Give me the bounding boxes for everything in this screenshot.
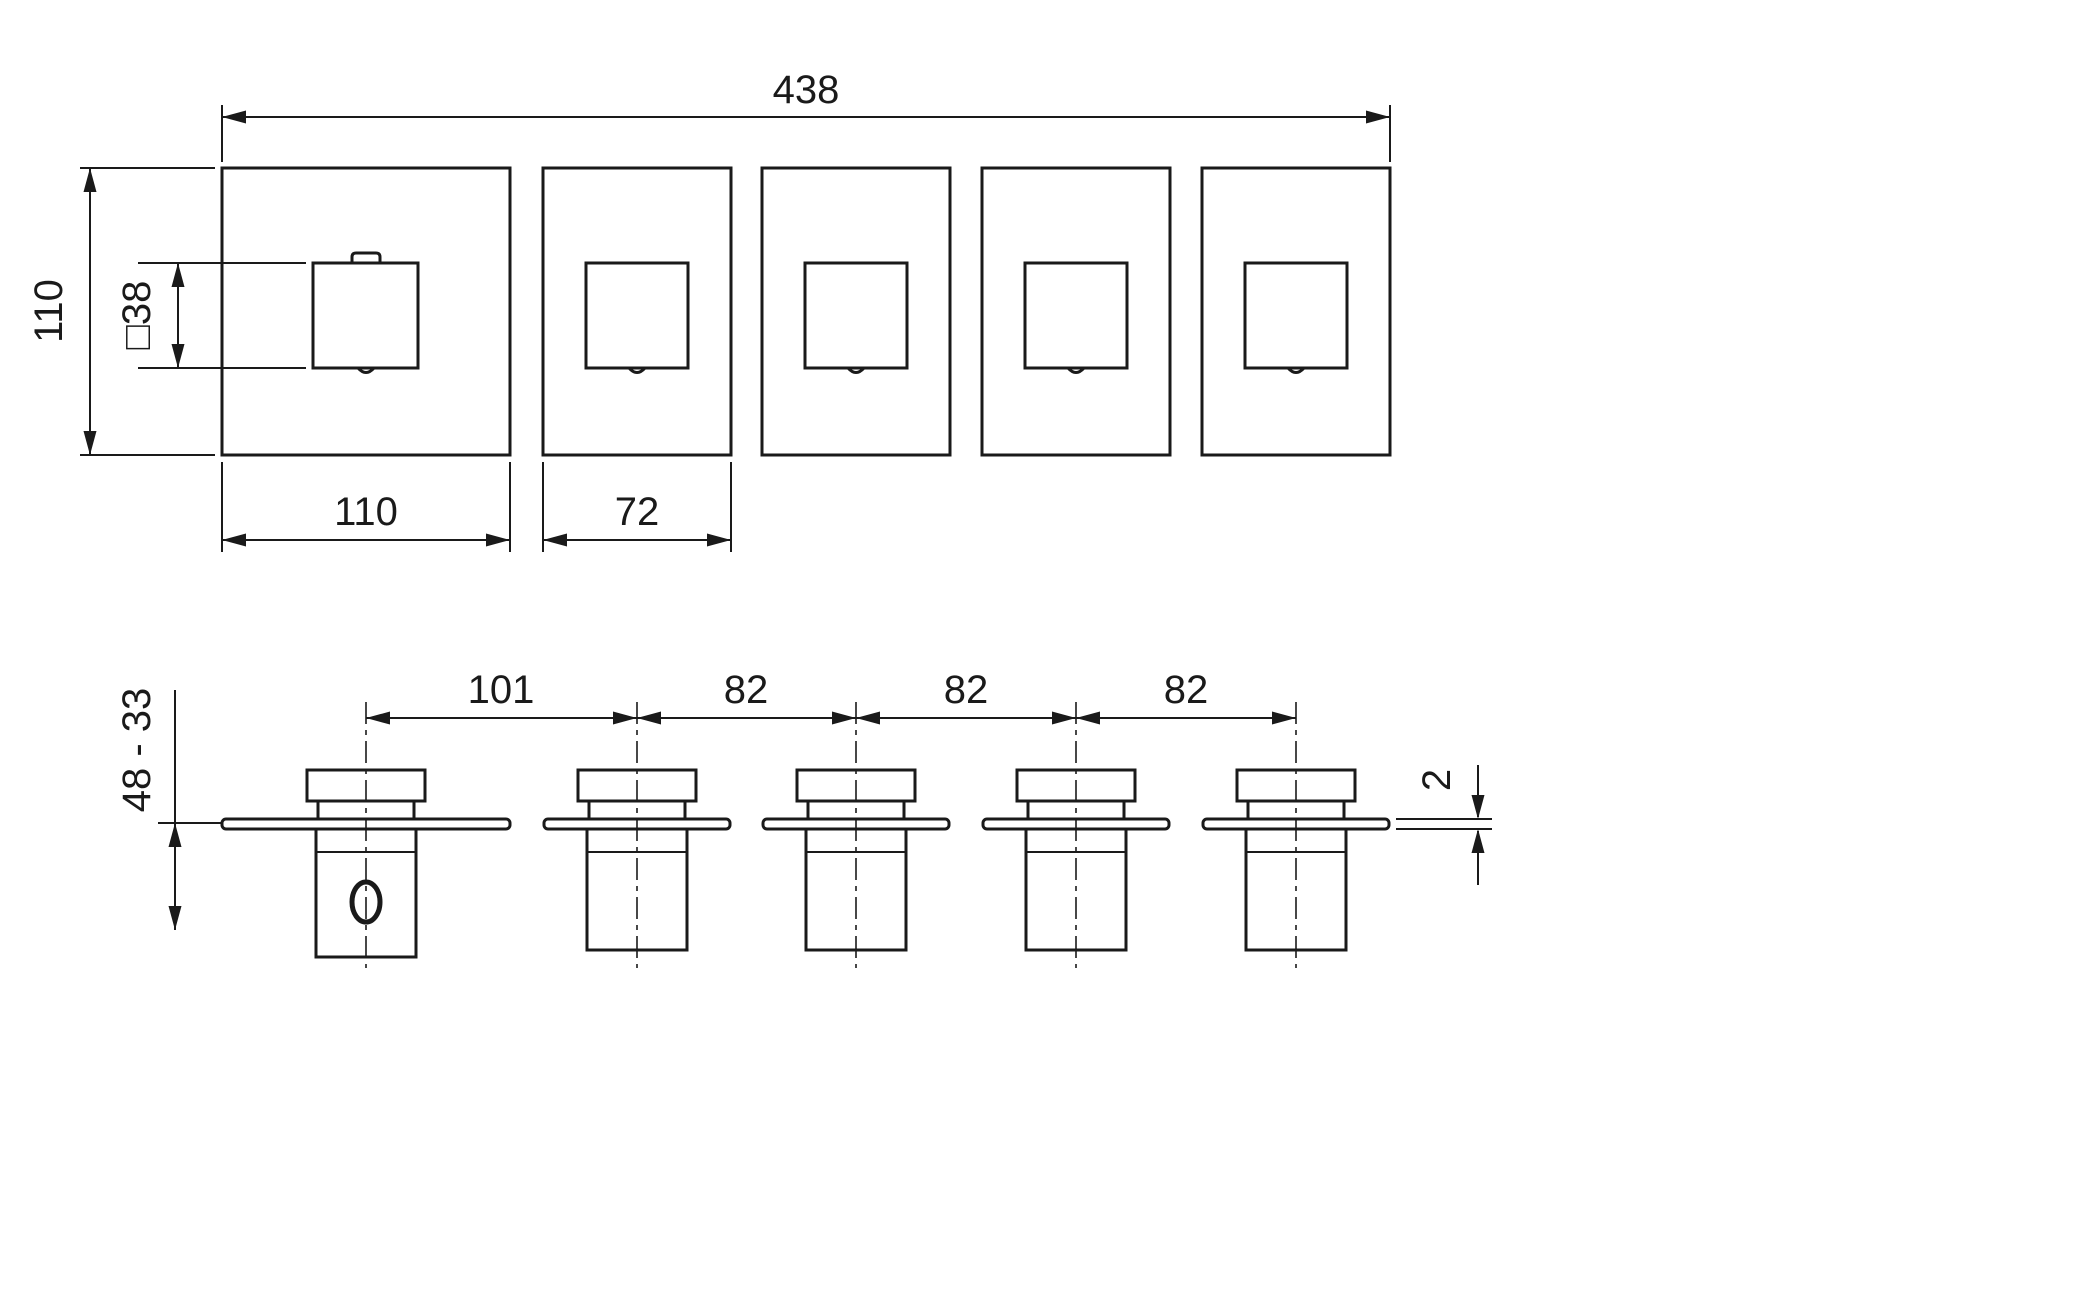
handle-2-notch: [627, 366, 647, 374]
profile-view: [220, 702, 1391, 968]
plate-3: [760, 166, 952, 457]
dim-plate1-width-label: 110: [334, 490, 398, 534]
dim-handle-square-label: □38: [115, 281, 159, 350]
dim-plate-height: 110: [27, 167, 215, 456]
handle-4: [1023, 261, 1129, 370]
handle-2: [584, 261, 690, 370]
dim-plate1-width: 110: [221, 462, 511, 552]
handle-4-notch: [1066, 366, 1086, 374]
dim-span2-label: 82: [724, 668, 769, 712]
dim-plate-thickness-label: 2: [1415, 769, 1459, 791]
front-view: [220, 166, 1392, 457]
dim-overall-width: 438: [221, 68, 1391, 162]
dim-depth-range: 48 - 33: [115, 688, 222, 930]
handle-1-tab: [350, 251, 382, 265]
plate-1: [220, 166, 512, 457]
dim-spacing-chain: 101 82 82 82: [366, 668, 1296, 725]
centerlines: [365, 702, 1297, 968]
plate-2: [541, 166, 733, 457]
plate-4: [980, 166, 1172, 457]
dim-overall-width-label: 438: [773, 68, 840, 112]
dim-plate2-width-label: 72: [615, 490, 660, 534]
handle-3-notch: [846, 366, 866, 374]
plate-5: [1200, 166, 1392, 457]
dim-plate-thickness: 2: [1396, 765, 1492, 885]
dim-plate-height-label: 110: [27, 279, 71, 343]
dim-span4-label: 82: [1164, 668, 1209, 712]
handle-1: [311, 261, 420, 370]
handle-5-notch: [1286, 366, 1306, 374]
handle-5: [1243, 261, 1349, 370]
dim-plate2-width: 72: [542, 462, 732, 552]
dim-handle-square: □38: [115, 262, 306, 369]
dim-depth-range-label: 48 - 33: [115, 688, 159, 813]
dim-span1-label: 101: [468, 668, 535, 712]
dim-span3-label: 82: [944, 668, 989, 712]
handle-1-notch: [356, 366, 376, 374]
valve-1-oval: [349, 879, 383, 925]
handle-3: [803, 261, 909, 370]
